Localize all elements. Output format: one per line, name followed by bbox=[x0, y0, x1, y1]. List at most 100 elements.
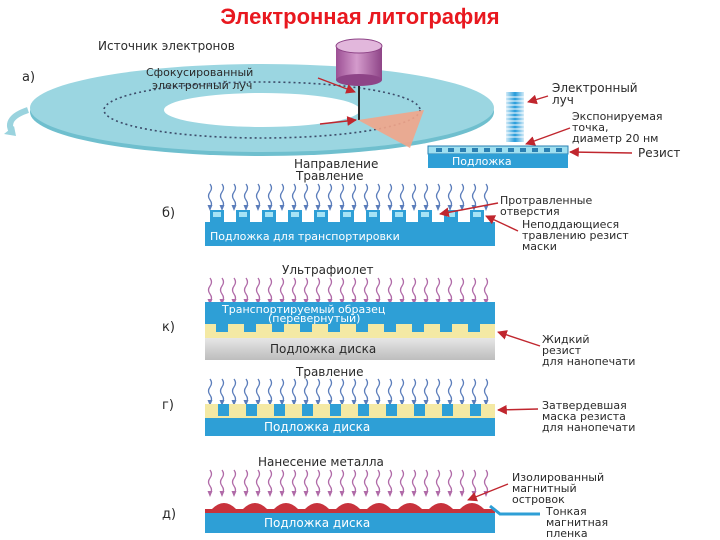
wave-line bbox=[291, 469, 297, 495]
magnetic-island bbox=[212, 503, 236, 509]
wave-arrowhead-icon bbox=[459, 205, 465, 211]
wave-arrowhead-icon bbox=[267, 400, 273, 406]
wave-arrowhead-icon bbox=[267, 491, 273, 497]
magnetic-islands-e bbox=[212, 503, 484, 509]
wave-arrowhead-icon bbox=[303, 400, 309, 406]
label-sample-2: (перевернутый) bbox=[268, 312, 360, 325]
wave-line bbox=[435, 469, 441, 495]
label-sample-1: Транспортируемый образец bbox=[221, 303, 385, 316]
label-liquid-1: Жидкий bbox=[542, 333, 590, 346]
wave-arrowhead-icon bbox=[291, 400, 297, 406]
wave-line bbox=[207, 183, 213, 209]
wave-line bbox=[243, 469, 249, 495]
wave-arrowhead-icon bbox=[279, 205, 285, 211]
wave-line bbox=[399, 277, 405, 303]
wave-line bbox=[459, 183, 465, 209]
wave-line bbox=[435, 277, 441, 303]
wave-arrowhead-icon bbox=[411, 205, 417, 211]
magnetic-film bbox=[205, 509, 495, 513]
wave-arrowhead-icon bbox=[219, 400, 225, 406]
magnify-cone bbox=[358, 110, 424, 148]
wave-line bbox=[327, 378, 333, 404]
wave-arrowhead-icon bbox=[267, 205, 273, 211]
mask-teeth-b bbox=[210, 210, 484, 222]
panel-a: а) Источник электронов Сфокусированный э… bbox=[4, 38, 680, 171]
wave-arrowhead-icon bbox=[207, 205, 213, 211]
label-film-2: магнитная bbox=[546, 516, 608, 529]
wave-line bbox=[363, 183, 369, 209]
wave-arrowhead-icon bbox=[483, 400, 489, 406]
wave-arrowhead-icon bbox=[351, 400, 357, 406]
wave-arrowhead-icon bbox=[351, 491, 357, 497]
etched-hole bbox=[291, 212, 299, 217]
wave-arrowhead-icon bbox=[423, 400, 429, 406]
label-liquid-2: резист bbox=[542, 344, 582, 357]
electron-beam-column bbox=[506, 92, 524, 142]
label-focused-beam-1: Сфокусированный bbox=[146, 66, 253, 79]
wave-line bbox=[255, 378, 261, 404]
wave-arrowhead-icon bbox=[435, 491, 441, 497]
panel-e-letter: д) bbox=[162, 507, 176, 522]
wave-line bbox=[267, 277, 273, 303]
panel-d-top-label: Травление bbox=[295, 365, 363, 379]
wave-line bbox=[411, 469, 417, 495]
wave-arrowhead-icon bbox=[459, 400, 465, 406]
label-exposed-dot-3: диаметр 20 нм bbox=[572, 132, 658, 145]
wave-line bbox=[387, 469, 393, 495]
mask-gap bbox=[470, 404, 481, 416]
wave-line bbox=[399, 183, 405, 209]
label-holes-1: Протравленные bbox=[500, 194, 592, 207]
label-electron-beam-2: луч bbox=[552, 93, 574, 107]
wave-arrowhead-icon bbox=[411, 400, 417, 406]
label-holes-2: отверстия bbox=[500, 205, 560, 218]
wave-arrowhead-icon bbox=[447, 205, 453, 211]
wave-line bbox=[255, 277, 261, 303]
etched-hole bbox=[421, 212, 429, 217]
wave-arrowhead-icon bbox=[375, 400, 381, 406]
wave-line bbox=[279, 469, 285, 495]
wave-line bbox=[363, 378, 369, 404]
wave-arrowhead-icon bbox=[363, 491, 369, 497]
wave-line bbox=[243, 378, 249, 404]
wave-line bbox=[375, 277, 381, 303]
wave-line bbox=[351, 277, 357, 303]
wave-arrowhead-icon bbox=[243, 400, 249, 406]
wave-line bbox=[423, 183, 429, 209]
etched-hole bbox=[213, 212, 221, 217]
etched-hole bbox=[395, 212, 403, 217]
etched-hole bbox=[447, 212, 455, 217]
label-film-1: Тонкая bbox=[545, 505, 587, 518]
wave-line bbox=[411, 378, 417, 404]
wave-line bbox=[375, 183, 381, 209]
wave-line bbox=[279, 378, 285, 404]
label-island-2: магнитный bbox=[512, 482, 577, 495]
wave-line bbox=[255, 469, 261, 495]
wave-line bbox=[255, 183, 261, 209]
wave-line bbox=[447, 469, 453, 495]
wave-arrowhead-icon bbox=[363, 205, 369, 211]
sample-tooth bbox=[216, 324, 228, 332]
wave-arrowhead-icon bbox=[291, 205, 297, 211]
wave-line bbox=[327, 469, 333, 495]
wave-line bbox=[459, 469, 465, 495]
mask-gap bbox=[386, 404, 397, 416]
wave-line bbox=[387, 378, 393, 404]
sample-tooth bbox=[328, 324, 340, 332]
disc bbox=[30, 64, 494, 156]
panel-d: Травление Подложка диска г) Затвердевшая… bbox=[162, 365, 635, 436]
wave-arrowhead-icon bbox=[231, 400, 237, 406]
label-mask-1: Неподдающиеся bbox=[522, 218, 619, 231]
wave-arrowhead-icon bbox=[303, 205, 309, 211]
label-hardened-2: маска резиста bbox=[542, 410, 626, 423]
mask-gap bbox=[414, 404, 425, 416]
label-exposed-dot-1: Экспонируемая bbox=[572, 110, 663, 123]
wave-line bbox=[207, 378, 213, 404]
wave-arrowhead-icon bbox=[231, 205, 237, 211]
panel-e: Нанесение металла Подложка диска д) Изол… bbox=[162, 455, 608, 540]
wave-arrowhead-icon bbox=[351, 205, 357, 211]
wave-arrowhead-icon bbox=[327, 491, 333, 497]
wave-arrowhead-icon bbox=[447, 400, 453, 406]
panel-c: Ультрафиолет Транспортируемый образец (п… bbox=[162, 263, 635, 368]
wave-line bbox=[267, 469, 273, 495]
wave-arrowhead-icon bbox=[483, 205, 489, 211]
